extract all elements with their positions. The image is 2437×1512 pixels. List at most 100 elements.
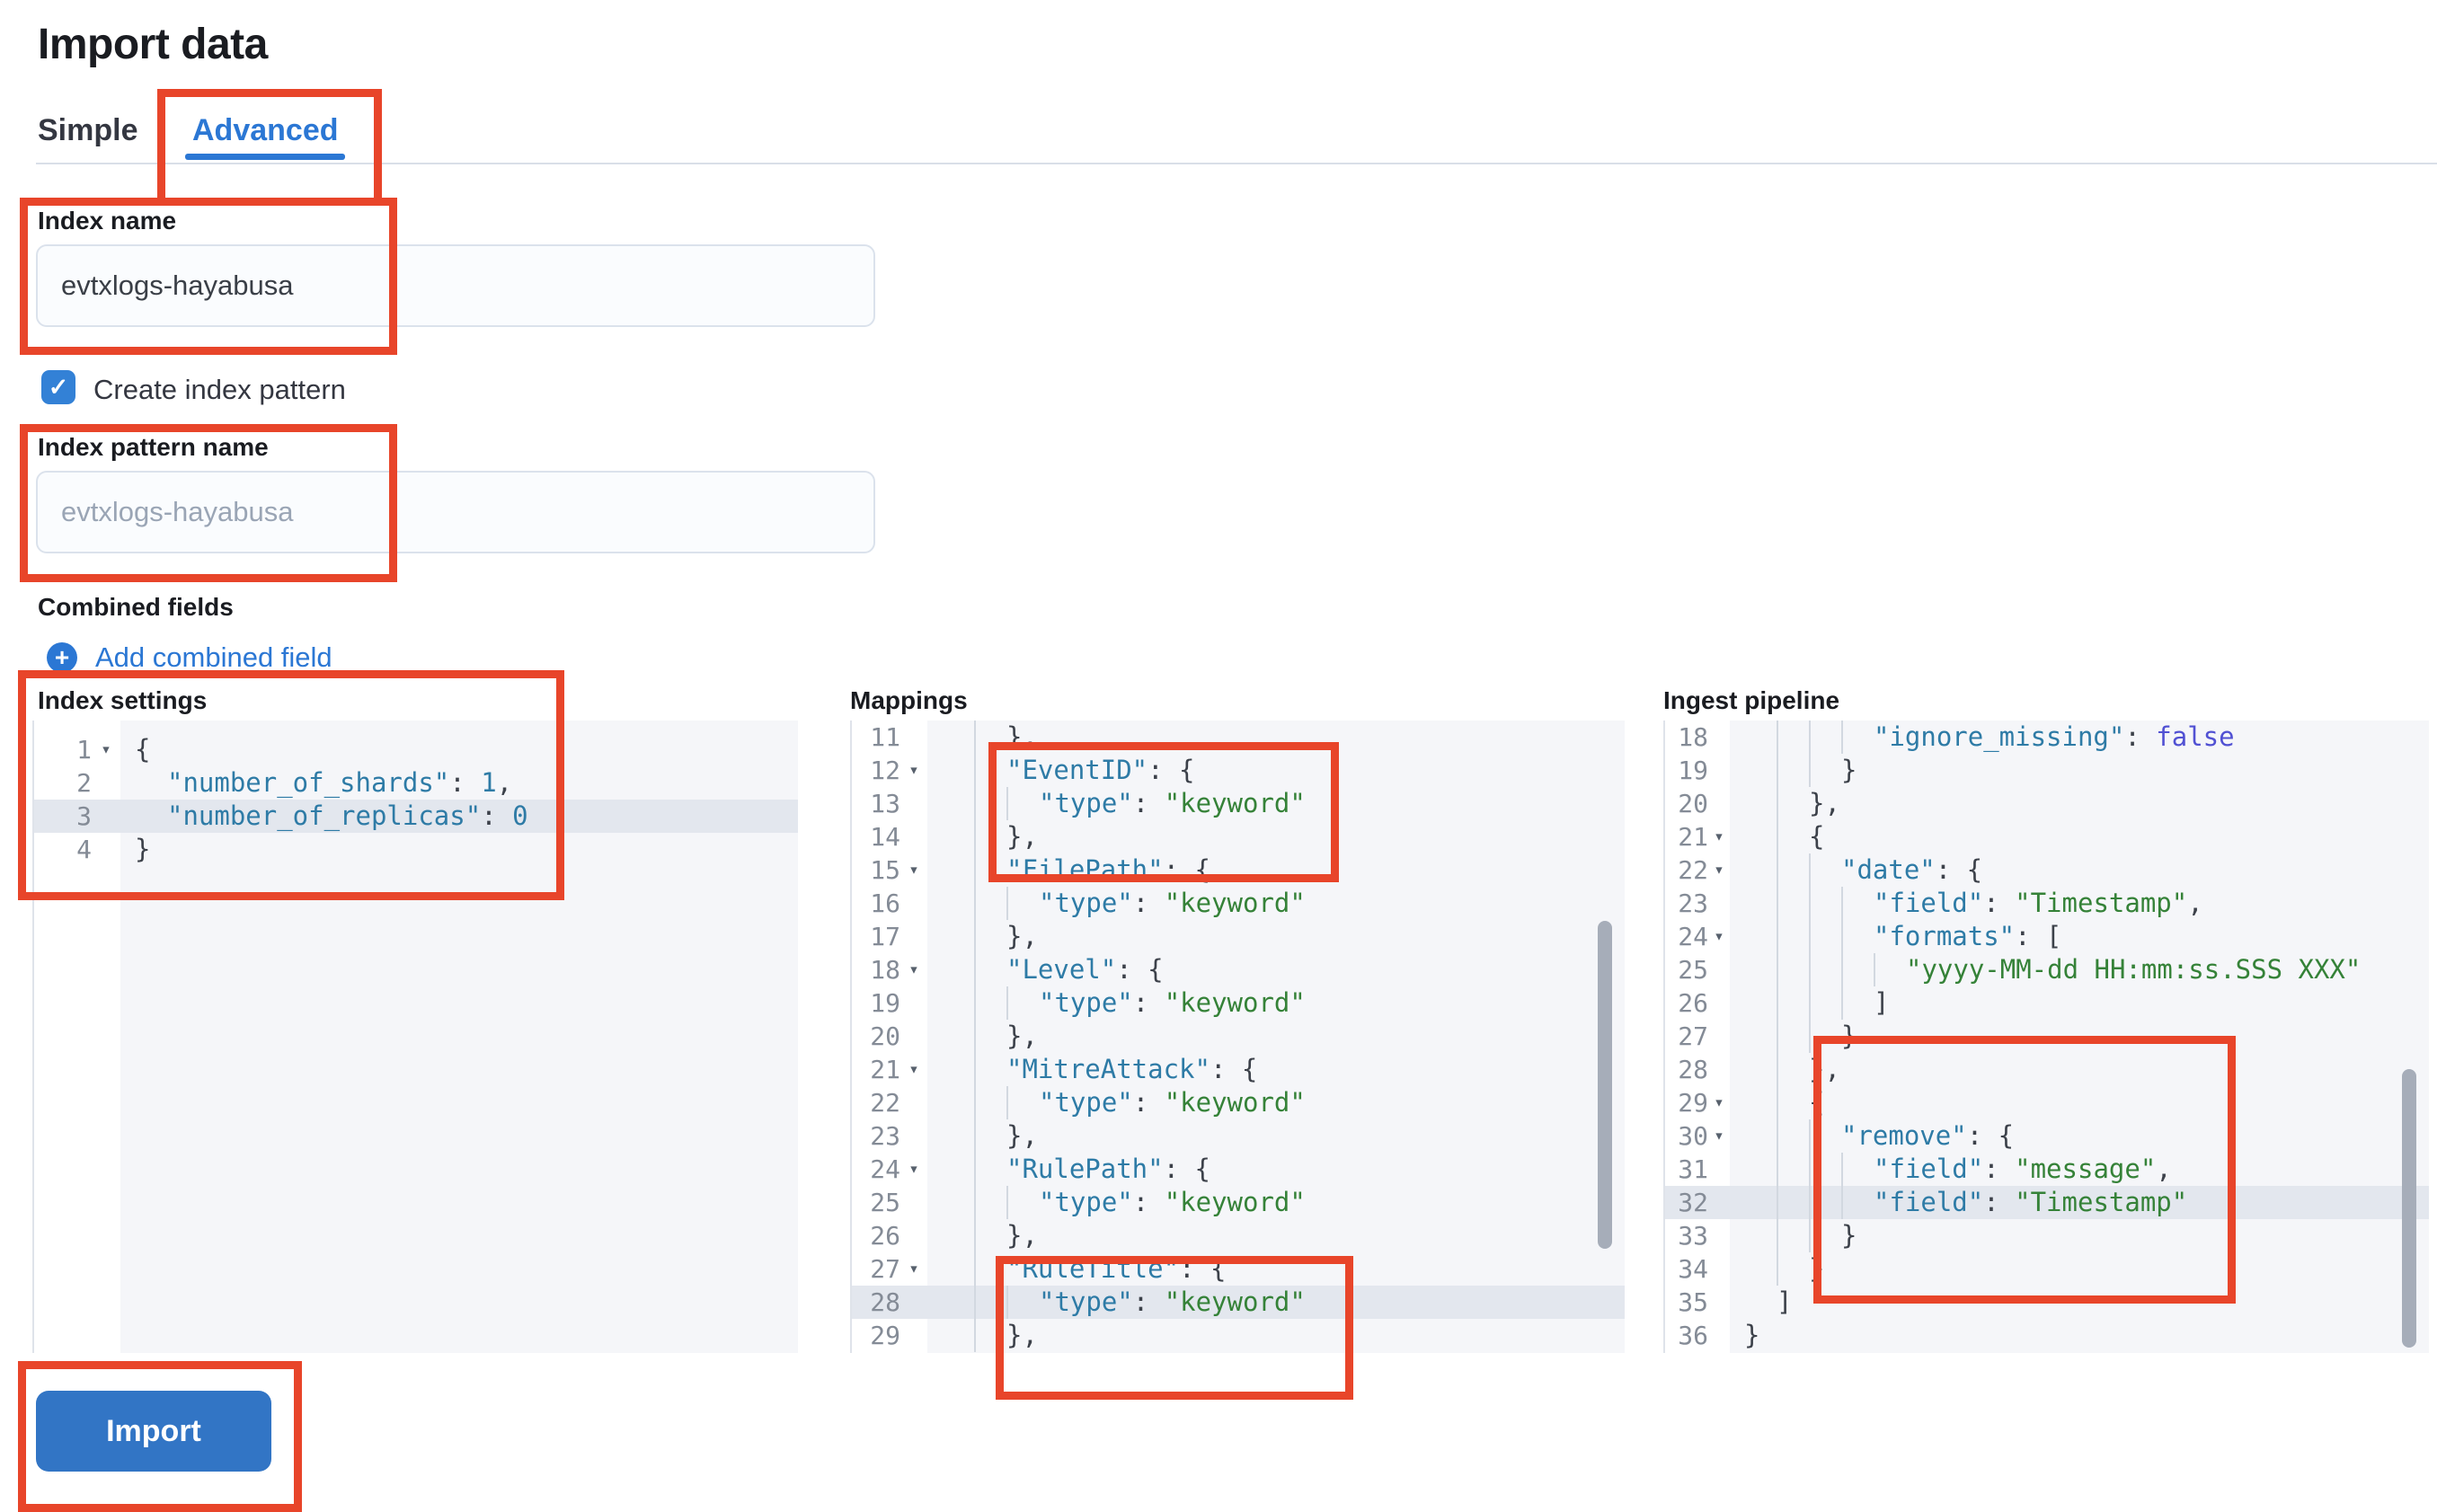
fold-arrow-icon[interactable]: ▾ bbox=[1714, 1092, 1724, 1112]
code-line[interactable]: 15▾"FilePath": { bbox=[852, 853, 1625, 887]
line-number: 30 bbox=[1678, 1121, 1708, 1151]
code-line[interactable]: 32"field": "Timestamp" bbox=[1665, 1186, 2429, 1219]
tab-simple[interactable]: Simple bbox=[38, 113, 138, 147]
fold-arrow-icon[interactable]: ▾ bbox=[101, 739, 111, 759]
mappings-scrollbar[interactable] bbox=[1598, 921, 1612, 1249]
fold-arrow-icon[interactable]: ▾ bbox=[1714, 827, 1724, 846]
fold-arrow-placeholder bbox=[1708, 1286, 1730, 1319]
code-line[interactable]: 26] bbox=[1665, 986, 2429, 1020]
tab-bar-divider bbox=[36, 163, 2437, 164]
fold-arrow-icon[interactable]: ▾ bbox=[908, 860, 919, 880]
import-button[interactable]: Import bbox=[36, 1391, 271, 1472]
code-text: ] bbox=[1874, 987, 1890, 1018]
code-text: "ignore_missing": false bbox=[1874, 721, 2235, 752]
code-text: "field": "Timestamp" bbox=[1874, 1187, 2188, 1217]
code-line[interactable]: 14}, bbox=[852, 820, 1625, 853]
index-name-input[interactable] bbox=[36, 244, 875, 327]
fold-arrow-icon[interactable]: ▾ bbox=[908, 1059, 919, 1079]
index-pattern-name-input[interactable] bbox=[36, 471, 875, 553]
line-number: 17 bbox=[870, 922, 900, 951]
code-text: "RulePath": { bbox=[1006, 1154, 1210, 1184]
indent-guide bbox=[1777, 887, 1778, 920]
code-line[interactable]: 34} bbox=[1665, 1252, 2429, 1286]
mappings-editor[interactable]: 11},12▾"EventID": {13"type": "keyword"14… bbox=[850, 721, 1625, 1353]
tab-advanced[interactable]: Advanced bbox=[192, 113, 339, 147]
code-line[interactable]: 29▾{ bbox=[1665, 1086, 2429, 1119]
code-line[interactable]: 1▾{ bbox=[34, 733, 798, 766]
code-line[interactable]: 24▾"RulePath": { bbox=[852, 1153, 1625, 1186]
fold-arrow-icon[interactable]: ▾ bbox=[908, 1159, 919, 1179]
code-line[interactable]: 11}, bbox=[852, 721, 1625, 754]
code-line[interactable]: 22▾"date": { bbox=[1665, 853, 2429, 887]
code-line[interactable]: 30▾"remove": { bbox=[1665, 1119, 2429, 1153]
code-line[interactable]: 23"field": "Timestamp", bbox=[1665, 887, 2429, 920]
code-line[interactable]: 22"type": "keyword" bbox=[852, 1086, 1625, 1119]
line-number: 29 bbox=[870, 1321, 900, 1350]
code-line[interactable]: 36} bbox=[1665, 1319, 2429, 1352]
line-number: 19 bbox=[870, 988, 900, 1018]
code-line[interactable]: 20}, bbox=[852, 1020, 1625, 1053]
line-number: 28 bbox=[870, 1287, 900, 1317]
code-line[interactable]: 3"number_of_replicas": 0 bbox=[34, 800, 798, 833]
line-number: 20 bbox=[870, 1021, 900, 1051]
code-line[interactable]: 31"field": "message", bbox=[1665, 1153, 2429, 1186]
fold-arrow-icon[interactable]: ▾ bbox=[908, 760, 919, 780]
index-settings-editor[interactable]: 1▾{2"number_of_shards": 1,3"number_of_re… bbox=[32, 721, 798, 1353]
fold-arrow-icon[interactable]: ▾ bbox=[908, 959, 919, 979]
code-line[interactable]: 27▾"RuleTitle": { bbox=[852, 1252, 1625, 1286]
indent-guide bbox=[1777, 986, 1778, 1020]
indent-guide bbox=[974, 754, 976, 787]
code-line[interactable]: 24▾"formats": [ bbox=[1665, 920, 2429, 953]
code-text: ] bbox=[1777, 1287, 1793, 1317]
code-text: "type": "keyword" bbox=[1039, 1287, 1306, 1317]
ingest-pipeline-scrollbar[interactable] bbox=[2402, 1069, 2416, 1348]
code-line[interactable]: 19} bbox=[1665, 754, 2429, 787]
code-line[interactable]: 18▾"Level": { bbox=[852, 953, 1625, 986]
fold-arrow-icon[interactable]: ▾ bbox=[1714, 1126, 1724, 1145]
indent-guide bbox=[1809, 887, 1811, 920]
code-text: "EventID": { bbox=[1006, 755, 1195, 785]
code-line[interactable]: 28}, bbox=[1665, 1053, 2429, 1086]
create-index-pattern-checkbox[interactable]: ✓ bbox=[41, 370, 75, 404]
code-line[interactable]: 2"number_of_shards": 1, bbox=[34, 766, 798, 800]
indent-guide bbox=[974, 953, 976, 986]
fold-arrow-placeholder bbox=[92, 800, 120, 833]
code-line[interactable]: 35] bbox=[1665, 1286, 2429, 1319]
code-line[interactable]: 25"yyyy-MM-dd HH:mm:ss.SSS XXX" bbox=[1665, 953, 2429, 986]
code-line[interactable]: 20}, bbox=[1665, 787, 2429, 820]
code-line[interactable]: 23}, bbox=[852, 1119, 1625, 1153]
fold-arrow-icon[interactable]: ▾ bbox=[908, 1259, 919, 1278]
code-line[interactable]: 28 "type": "keyword" bbox=[852, 1286, 1625, 1319]
fold-arrow-placeholder bbox=[1708, 721, 1730, 754]
code-line[interactable]: 33} bbox=[1665, 1219, 2429, 1252]
code-text: "field": "message", bbox=[1874, 1154, 2172, 1184]
fold-arrow-placeholder bbox=[1708, 953, 1730, 986]
code-line[interactable]: 26}, bbox=[852, 1219, 1625, 1252]
code-text: "type": "keyword" bbox=[1039, 987, 1306, 1018]
fold-arrow-icon[interactable]: ▾ bbox=[1714, 860, 1724, 880]
code-line[interactable]: 16"type": "keyword" bbox=[852, 887, 1625, 920]
code-line[interactable]: 12▾"EventID": { bbox=[852, 754, 1625, 787]
line-number: 25 bbox=[1678, 955, 1708, 985]
code-line[interactable]: 18"ignore_missing": false bbox=[1665, 721, 2429, 754]
fold-arrow-placeholder bbox=[1708, 1153, 1730, 1186]
mappings-label: Mappings bbox=[850, 686, 968, 714]
code-line[interactable]: 4} bbox=[34, 833, 798, 866]
code-line[interactable]: 27} bbox=[1665, 1020, 2429, 1053]
indent-guide bbox=[1809, 986, 1811, 1020]
code-line[interactable]: 21▾{ bbox=[1665, 820, 2429, 853]
code-line[interactable]: 13"type": "keyword" bbox=[852, 787, 1625, 820]
code-text: "MitreAttack": { bbox=[1006, 1054, 1258, 1084]
code-line[interactable]: 29}, bbox=[852, 1319, 1625, 1352]
code-line[interactable]: 19 "type": "keyword" bbox=[852, 986, 1625, 1020]
code-line[interactable]: 21▾"MitreAttack": { bbox=[852, 1053, 1625, 1086]
add-combined-field-link[interactable]: + Add combined field bbox=[47, 641, 332, 674]
code-text: "date": { bbox=[1841, 854, 1983, 885]
indent-guide bbox=[974, 1153, 976, 1186]
code-line[interactable]: 25"type": "keyword" bbox=[852, 1186, 1625, 1219]
code-text: "field": "Timestamp", bbox=[1874, 888, 2203, 918]
code-line[interactable]: 17}, bbox=[852, 920, 1625, 953]
indent-guide bbox=[1809, 1020, 1811, 1053]
fold-arrow-icon[interactable]: ▾ bbox=[1714, 926, 1724, 946]
